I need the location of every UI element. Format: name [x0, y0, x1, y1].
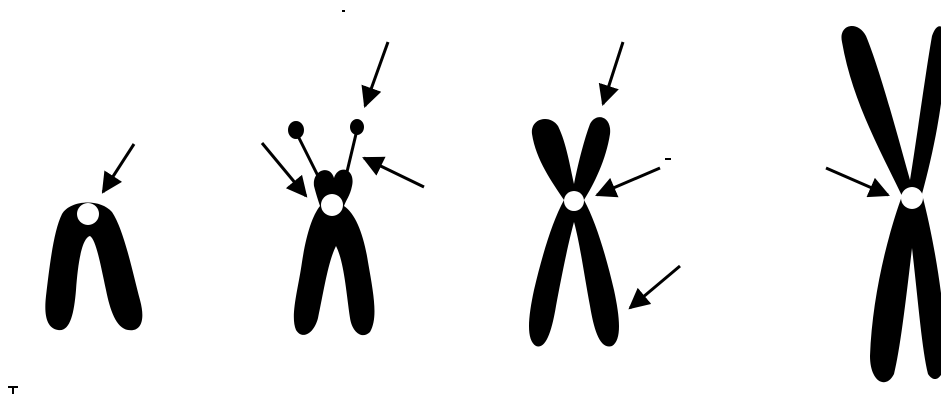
- chromosome-3-arrow-middle: [597, 168, 660, 195]
- chromosome-4-body: [841, 26, 941, 382]
- chromosome-3-centromere: [564, 191, 584, 211]
- scan-mark-top: [342, 10, 345, 12]
- chromosome-3-arrow-bottom: [630, 266, 680, 308]
- satellite-stalk-right: [346, 134, 356, 176]
- chromosome-3-arrow-top: [603, 42, 623, 104]
- chromosome-1: [45, 144, 142, 330]
- scan-mark-bottom-left-stem: [12, 386, 14, 394]
- chromosome-4-centromere: [901, 187, 923, 209]
- chromosome-1-arrow: [103, 144, 134, 192]
- chromosome-3: [529, 42, 680, 347]
- chromosome-2-arrow-top: [365, 42, 388, 106]
- chromosome-2-centromere: [321, 194, 343, 216]
- satellite-right: [350, 119, 364, 135]
- chromosome-3-body: [529, 117, 619, 346]
- satellite-stalk-left: [298, 136, 318, 176]
- chromosome-2-arrow-left: [262, 143, 306, 196]
- chromosome-2-arrow-right: [364, 158, 424, 187]
- chromosome-4-arrow: [826, 168, 888, 195]
- satellite-left: [288, 121, 304, 139]
- chromosome-4: [826, 26, 941, 382]
- scan-mark-right: [665, 158, 671, 160]
- chromosome-1-centromere: [77, 203, 99, 225]
- chromosome-2: [262, 42, 424, 335]
